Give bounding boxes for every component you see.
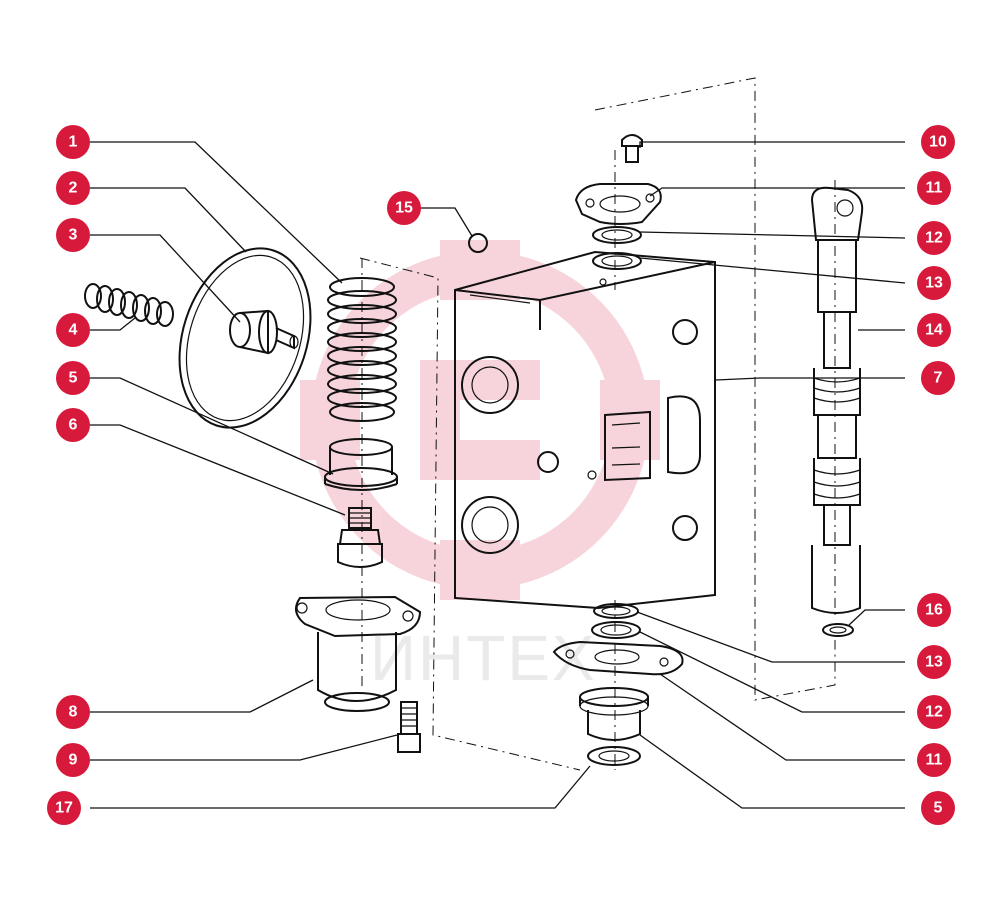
svg-text:13: 13	[925, 654, 943, 671]
svg-text:5: 5	[934, 800, 943, 817]
valve-body	[454, 250, 716, 610]
piston	[229, 309, 299, 355]
callout-badge-5-left: 5	[56, 361, 90, 395]
spool	[810, 186, 864, 614]
guide-pin	[337, 507, 383, 568]
spring-cup-bottom	[579, 687, 649, 741]
svg-text:3: 3	[69, 227, 78, 244]
assembly-axes	[359, 77, 836, 771]
large-spring	[327, 277, 397, 422]
callout-badge-8: 8	[56, 695, 90, 729]
cap-screw	[397, 701, 421, 753]
callout-badge-7: 7	[921, 361, 955, 395]
callout-badge-13-bottom: 13	[917, 645, 951, 679]
svg-text:14: 14	[925, 322, 943, 339]
large-o-ring	[178, 247, 312, 429]
small-screw	[621, 134, 643, 163]
callout-badge-3: 3	[56, 218, 90, 252]
callout-badge-12-top: 12	[917, 221, 951, 255]
svg-text:6: 6	[69, 417, 78, 434]
callout-badge-1: 1	[56, 125, 90, 159]
seal-ring-bottom-13	[593, 603, 639, 619]
watermark-text: ИНТЕХ	[370, 622, 597, 694]
watermark-logo	[300, 240, 660, 600]
svg-text:12: 12	[925, 230, 943, 247]
callout-badge-10: 10	[921, 125, 955, 159]
seal-ring-top-12	[592, 226, 642, 244]
svg-text:11: 11	[926, 752, 943, 769]
flange-plate-top	[574, 183, 662, 225]
svg-text:10: 10	[929, 134, 947, 151]
svg-text:8: 8	[69, 704, 78, 721]
callout-badge-2: 2	[56, 171, 90, 205]
svg-text:2: 2	[69, 180, 78, 197]
svg-text:16: 16	[925, 602, 943, 619]
callout-badge-5-bottom: 5	[921, 791, 955, 825]
callout-badge-6: 6	[56, 408, 90, 442]
callout-badge-15: 15	[387, 191, 421, 225]
callout-badge-17: 17	[47, 791, 81, 825]
seal-ring-top-13	[592, 252, 642, 270]
svg-text:1: 1	[69, 134, 78, 151]
svg-text:5: 5	[69, 370, 78, 387]
svg-text:9: 9	[69, 752, 78, 769]
callout-badge-13-top: 13	[917, 266, 951, 300]
svg-text:7: 7	[934, 370, 943, 387]
flange-plate-bottom	[552, 640, 684, 676]
callout-badge-4: 4	[56, 313, 90, 347]
svg-text:12: 12	[925, 704, 943, 721]
callout-badge-11-top: 11	[917, 171, 951, 205]
callout-badge-9: 9	[56, 743, 90, 777]
svg-text:17: 17	[55, 800, 73, 817]
circlip	[822, 623, 854, 637]
svg-text:4: 4	[69, 322, 78, 339]
washer	[587, 746, 641, 766]
seal-ring-bottom-12	[591, 621, 641, 639]
leader-lines	[90, 141, 906, 809]
callout-badge-16: 16	[917, 593, 951, 627]
steel-ball	[468, 233, 488, 253]
svg-text:15: 15	[395, 200, 413, 217]
svg-text:11: 11	[926, 180, 943, 197]
callout-badge-14: 14	[917, 313, 951, 347]
svg-text:13: 13	[925, 275, 943, 292]
end-cover	[295, 595, 422, 712]
callout-badge-11-bottom: 11	[917, 743, 951, 777]
callout-badge-12-bottom: 12	[917, 695, 951, 729]
small-spring	[84, 283, 174, 327]
spring-cup-left	[324, 438, 398, 491]
